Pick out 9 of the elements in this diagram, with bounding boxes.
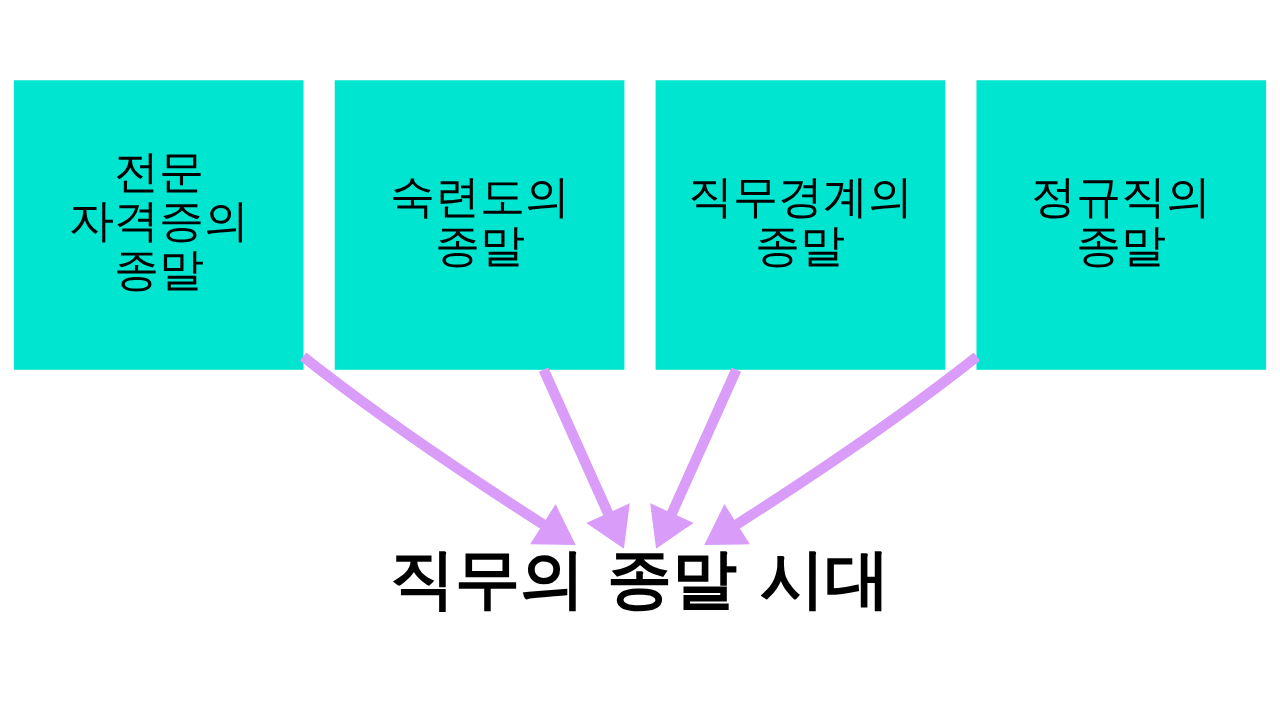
node-box: 정규직의 종말 (976, 79, 1267, 370)
node-text: 직무의 종말 시대 (389, 539, 891, 616)
node-box: 전문 자격증의 종말 (13, 79, 304, 370)
arrow (704, 351, 981, 545)
arrow (299, 351, 576, 545)
node-box: 직무경계의 종말 (655, 79, 946, 370)
arrow (650, 366, 742, 549)
arrow (538, 366, 630, 549)
node-box: 숙련도의 종말 (334, 79, 625, 370)
